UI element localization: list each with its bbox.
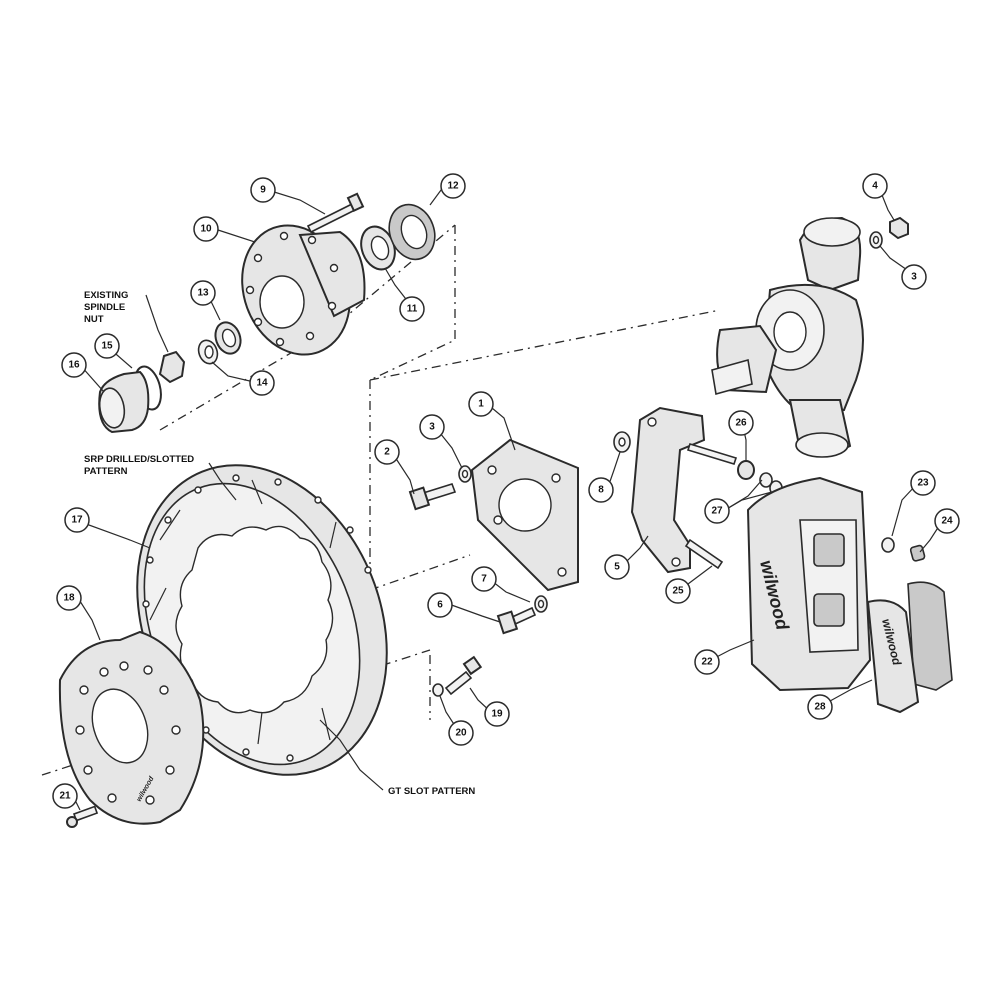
callout-11: 11 [399, 296, 425, 322]
rotor-hat: wilwood [58, 630, 205, 825]
svg-text:9: 9 [260, 185, 266, 196]
svg-text:SRP DRILLED/SLOTTED: SRP DRILLED/SLOTTED [84, 454, 194, 465]
steering-knuckle [711, 216, 864, 458]
svg-text:3: 3 [911, 272, 917, 283]
note-existing-spindle-nut: EXISTING SPINDLE NUT [84, 290, 128, 325]
svg-text:7: 7 [481, 574, 487, 585]
spindle-nut [158, 350, 186, 384]
callout-26: 26 [728, 410, 754, 436]
knuckle-nut [889, 216, 909, 240]
caliper: wilwood [746, 476, 872, 692]
note-srp-pattern: SRP DRILLED/SLOTTED PATTERN [84, 454, 194, 477]
adapter-stud-lower [684, 538, 724, 570]
callout-6: 6 [427, 592, 453, 618]
inner-bearing [214, 321, 242, 355]
svg-text:27: 27 [711, 506, 723, 517]
grease-seal [388, 203, 436, 261]
callout-24: 24 [934, 508, 960, 534]
svg-text:24: 24 [941, 516, 953, 527]
svg-text:20: 20 [455, 728, 467, 739]
svg-text:PATTERN: PATTERN [84, 466, 128, 477]
svg-text:8: 8 [598, 485, 604, 496]
callout-16: 16 [61, 352, 87, 378]
callout-7: 7 [471, 566, 497, 592]
callout-5: 5 [604, 554, 630, 580]
caliper-adapter [630, 406, 706, 574]
svg-text:19: 19 [491, 709, 503, 720]
callout-22: 22 [694, 649, 720, 675]
svg-text:13: 13 [197, 288, 209, 299]
hat-bolt-holes [75, 661, 181, 805]
bracket-washer-7 [534, 595, 548, 613]
callout-28: 28 [807, 694, 833, 720]
callout-13: 13 [190, 280, 216, 306]
note-gt-slot-pattern: GT SLOT PATTERN [388, 786, 475, 797]
callout-17: 17 [64, 507, 90, 533]
svg-text:15: 15 [101, 341, 113, 352]
hat-bolt [66, 805, 99, 828]
svg-text:18: 18 [63, 593, 75, 604]
svg-text:5: 5 [614, 562, 620, 573]
washer-20 [432, 683, 444, 697]
svg-text:2: 2 [384, 447, 390, 458]
svg-text:3: 3 [429, 422, 435, 433]
svg-text:25: 25 [672, 586, 684, 597]
callout-8: 8 [588, 477, 614, 503]
callout-10: 10 [193, 216, 219, 242]
svg-text:23: 23 [917, 478, 929, 489]
knuckle-washer [869, 231, 883, 249]
dust-cap [98, 370, 150, 434]
callout-12: 12 [440, 173, 466, 199]
callout-20: 20 [448, 720, 474, 746]
svg-text:4: 4 [872, 181, 878, 192]
hub-stud-holes [245, 231, 339, 347]
svg-text:NUT: NUT [84, 314, 104, 325]
bracket-bolt-2 [408, 483, 457, 511]
hub-stud [306, 192, 365, 234]
callout-19: 19 [484, 701, 510, 727]
mounting-bracket [470, 438, 579, 592]
svg-text:11: 11 [407, 304, 418, 315]
bleeder-cap [909, 544, 926, 562]
outer-bearing [360, 225, 396, 271]
callout-3-right: 3 [901, 264, 927, 290]
callout-23: 23 [910, 470, 936, 496]
callout-27: 27 [704, 498, 730, 524]
callout-1: 1 [468, 391, 494, 417]
svg-text:SPINDLE: SPINDLE [84, 302, 125, 313]
svg-text:14: 14 [256, 378, 268, 389]
bracket-washer-3 [458, 465, 472, 483]
callout-15: 15 [94, 333, 120, 359]
svg-text:1: 1 [478, 399, 484, 410]
bolt-19 [444, 655, 483, 696]
svg-text:GT SLOT PATTERN: GT SLOT PATTERN [388, 786, 475, 797]
bleeder-screw [881, 537, 895, 553]
svg-text:12: 12 [447, 181, 459, 192]
callout-18: 18 [56, 585, 82, 611]
callout-9: 9 [250, 177, 276, 203]
svg-text:6: 6 [437, 600, 443, 611]
svg-text:26: 26 [735, 418, 747, 429]
svg-text:10: 10 [200, 224, 212, 235]
adapter-stud-upper [686, 443, 738, 465]
svg-text:16: 16 [68, 360, 80, 371]
spindle-washer [197, 339, 219, 365]
bracket-bolt-6 [496, 606, 537, 635]
callout-14: 14 [249, 370, 275, 396]
svg-text:21: 21 [59, 791, 71, 802]
callout-3-left: 3 [419, 414, 445, 440]
leader-lines [73, 185, 942, 811]
callout-4: 4 [862, 173, 888, 199]
callout-21: 21 [52, 783, 78, 809]
brake-pads: wilwood [866, 581, 953, 714]
svg-text:28: 28 [814, 702, 826, 713]
hub [241, 224, 366, 356]
callout-2: 2 [374, 439, 400, 465]
callout-25: 25 [665, 578, 691, 604]
shim-washer-8 [613, 431, 631, 453]
svg-text:22: 22 [701, 657, 713, 668]
svg-text:EXISTING: EXISTING [84, 290, 128, 301]
svg-text:17: 17 [71, 515, 83, 526]
